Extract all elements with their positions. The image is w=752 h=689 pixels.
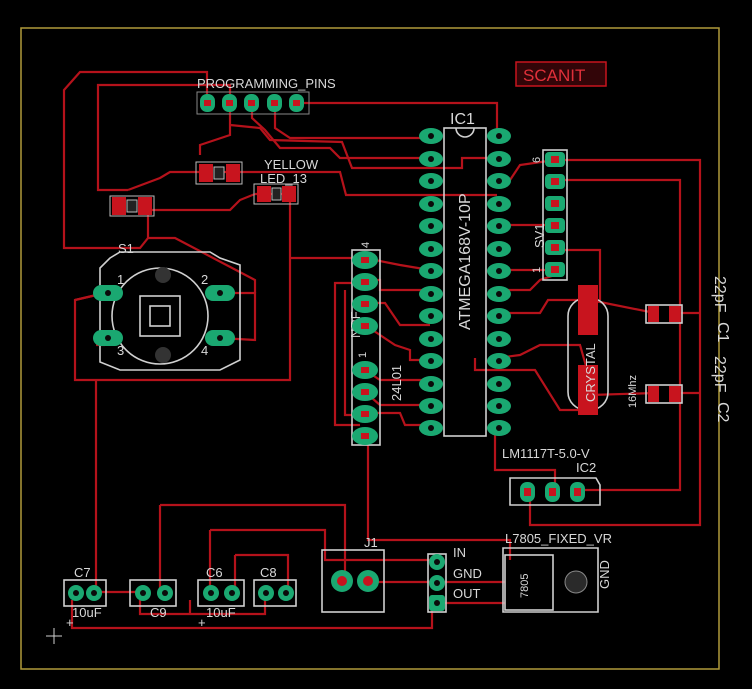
l7805-label: L7805_FIXED_VR bbox=[505, 531, 612, 546]
ic2-label: IC2 bbox=[576, 460, 596, 475]
programming-pins-label: PROGRAMMING_PINS bbox=[197, 76, 336, 91]
cap-c8: C8 bbox=[253, 565, 297, 607]
nrf-pin4: 4 bbox=[360, 242, 372, 248]
cap-c2: 22pF C2 bbox=[645, 356, 731, 423]
nrf-header: 4 NRF 24L01 1 bbox=[348, 242, 404, 446]
ic1-atmega: IC1 ATMEGA168V-10P bbox=[419, 111, 511, 437]
cap-c7: C7 10uF + bbox=[63, 565, 107, 630]
sv1-label: SV1 bbox=[532, 223, 547, 248]
gnd-label: GND bbox=[453, 566, 482, 581]
s1-pin2: 2 bbox=[201, 272, 208, 287]
c1-value: 22pF bbox=[711, 276, 728, 313]
c2-label: C2 bbox=[714, 402, 731, 423]
s1-pin1: 1 bbox=[117, 272, 124, 287]
s1-label: S1 bbox=[118, 241, 134, 256]
nrf-part-label: 24L01 bbox=[389, 365, 404, 401]
in-label: IN bbox=[453, 545, 466, 560]
ic2-lm1117: LM1117T-5.0-V IC2 bbox=[502, 446, 601, 506]
origin-marker bbox=[46, 628, 62, 644]
smd-resistor-left bbox=[109, 195, 155, 217]
cap-c1: 22pF C1 bbox=[645, 276, 731, 343]
c9-label: C9 bbox=[150, 605, 167, 620]
crystal: CRYSTAL 16Mhz bbox=[567, 285, 639, 415]
reg-part-label: 7805 bbox=[519, 574, 531, 598]
scanit-text: SCANIT bbox=[523, 66, 585, 85]
c6-label: C6 bbox=[206, 565, 223, 580]
led-13 bbox=[253, 183, 299, 205]
header-pads bbox=[200, 94, 304, 112]
sv1-header: 6 SV1 1 bbox=[531, 149, 568, 281]
s1-pin4: 4 bbox=[201, 343, 208, 358]
sv1-pin6: 6 bbox=[531, 157, 543, 163]
programming-pins-header: PROGRAMMING_PINS bbox=[196, 76, 336, 115]
nrf-pads bbox=[352, 251, 378, 445]
sv1-pin1: 1 bbox=[531, 267, 543, 273]
cap-c6: C6 10uF + bbox=[197, 565, 245, 630]
nrf-pin1: 1 bbox=[357, 352, 369, 358]
switch-s1: S1 1 2 3 4 bbox=[93, 241, 241, 371]
yellow-label: YELLOW bbox=[264, 157, 319, 172]
c6-value: 10uF bbox=[206, 605, 236, 620]
board-outline bbox=[20, 27, 720, 670]
sv1-pads bbox=[545, 152, 565, 277]
reg-gnd-tab: GND bbox=[597, 560, 612, 589]
crystal-freq: 16Mhz bbox=[627, 375, 639, 408]
out-label: OUT bbox=[453, 586, 481, 601]
j1-label: J1 bbox=[364, 535, 378, 550]
lm1117-label: LM1117T-5.0-V bbox=[502, 446, 590, 461]
c2-value: 22pF bbox=[711, 356, 728, 393]
ic1-label: IC1 bbox=[450, 111, 475, 128]
ic1-part-label: ATMEGA168V-10P bbox=[457, 193, 474, 330]
c7-plus: + bbox=[66, 615, 74, 630]
c6-plus: + bbox=[198, 615, 206, 630]
c8-label: C8 bbox=[260, 565, 277, 580]
c1-label: C1 bbox=[714, 322, 731, 343]
regulator-7805: L7805_FIXED_VR 7805 GND IN GND OUT bbox=[427, 531, 612, 613]
s1-pin3: 3 bbox=[117, 343, 124, 358]
led13-label: LED_13 bbox=[260, 171, 307, 186]
scanit-logo: SCANIT bbox=[515, 61, 607, 87]
c7-value: 10uF bbox=[72, 605, 102, 620]
cap-c9: C9 bbox=[129, 579, 177, 620]
c7-label: C7 bbox=[74, 565, 91, 580]
smd-resistor-top bbox=[195, 161, 243, 185]
jack-j1: J1 bbox=[321, 535, 385, 613]
crystal-label: CRYSTAL bbox=[583, 343, 598, 402]
